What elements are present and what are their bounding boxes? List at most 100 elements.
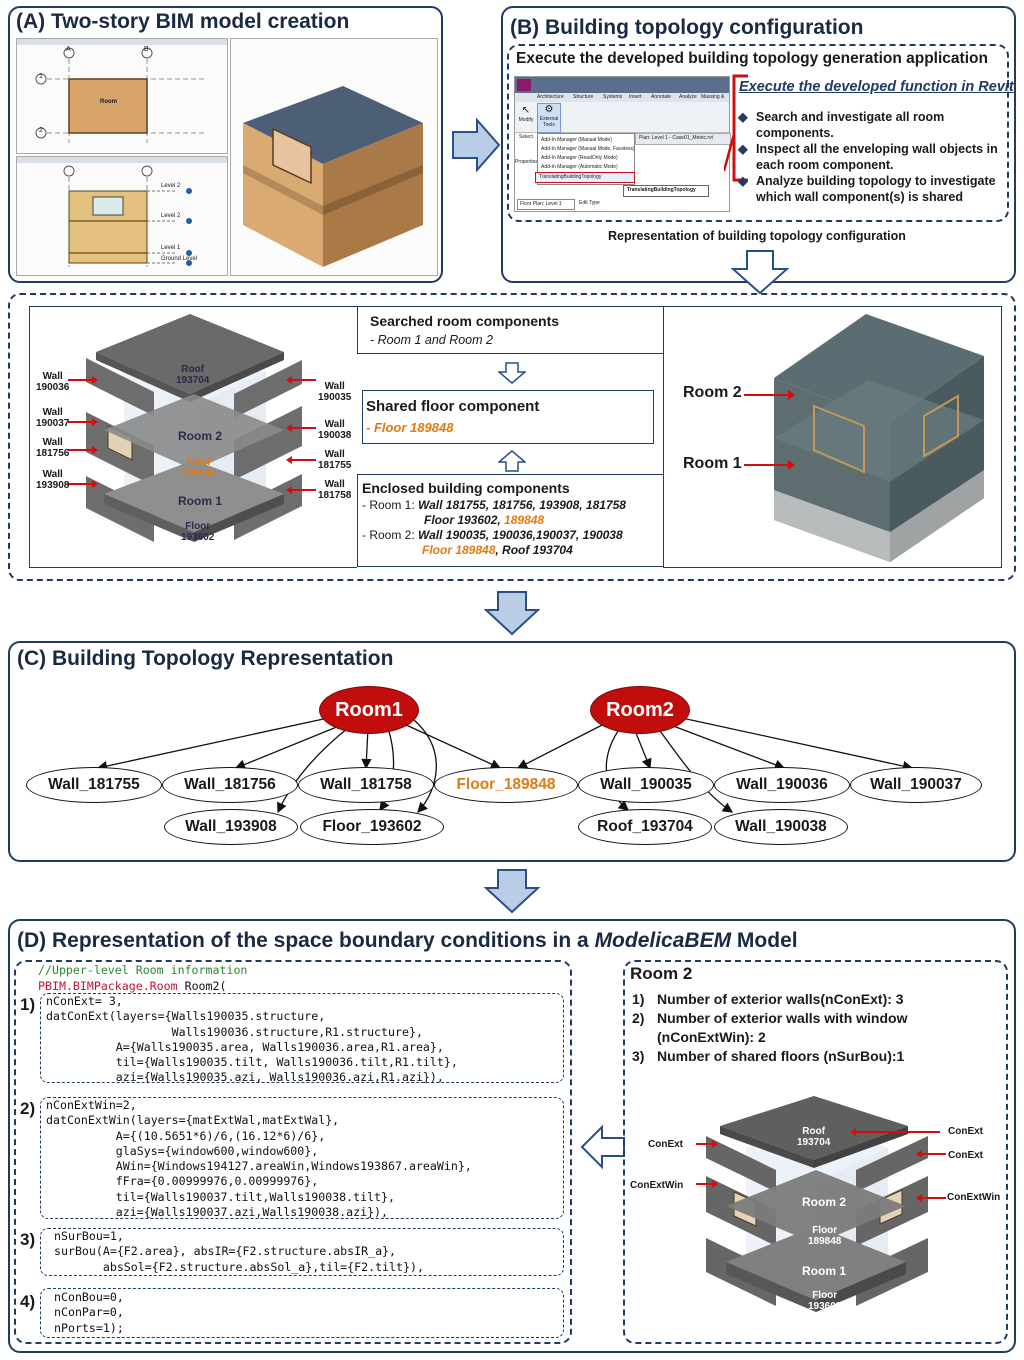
- block-number: 2): [20, 1099, 36, 1118]
- ribbon-tab[interactable]: Analyze: [679, 94, 697, 100]
- menu-item[interactable]: Add-In Manager (ReadOnly Mode): [541, 155, 618, 161]
- room1-label: Room 1: [683, 455, 742, 472]
- shared-floor-box: [362, 390, 654, 444]
- elevation-drawing: [17, 157, 227, 267]
- node-floor-193602: Floor_193602: [300, 809, 444, 845]
- code-block-1: [40, 993, 564, 1083]
- node-room1: Room1: [319, 686, 419, 734]
- menu-item[interactable]: Add-In Manager (Manual Mode, Faceless): [541, 146, 635, 152]
- node-wall-190035: Wall_190035: [578, 767, 714, 803]
- shared-item: - Floor 189848: [366, 420, 454, 435]
- arrow-down-icon: [484, 869, 540, 914]
- bullet-list: ◆Search and investigate all room compone…: [738, 110, 1006, 205]
- grid-b: B: [144, 46, 149, 53]
- level-tag: Ground Level: [161, 256, 198, 262]
- room2-boundary-diagram: [696, 1096, 946, 1312]
- room2-label: Room 2: [683, 384, 742, 401]
- topology-top-line: [357, 306, 663, 307]
- node-roof-193704: Roof_193704: [578, 809, 712, 845]
- panel-b-caption: Representation of building topology conf…: [608, 229, 906, 243]
- cursor-icon: ↖: [521, 105, 531, 116]
- enclosed-title: Enclosed building components: [362, 480, 570, 496]
- node-wall-190037: Wall_190037: [850, 767, 982, 803]
- code-block-3: [40, 1228, 564, 1276]
- select-label: Select: [519, 134, 533, 140]
- node-wall-190036: Wall_190036: [714, 767, 850, 803]
- enclosed-room2: - Room 2: Wall 190035, 190036,190037, 19…: [362, 528, 623, 542]
- enclosed-room1-floor: Floor 193602, 189848: [424, 513, 545, 527]
- label-conextwin-left: ConExtWin: [630, 1180, 684, 1191]
- searched-title: Searched room components: [370, 313, 560, 329]
- arrow-up-outline-icon: [498, 450, 526, 472]
- label-roof: Roof 193704: [176, 364, 210, 386]
- menu-item[interactable]: Add-In Manager (Manual Mode): [541, 137, 612, 143]
- floorplan-dd-label: Floor Plan: Level 1: [520, 201, 562, 207]
- room-tag: Room: [100, 99, 117, 105]
- external-tools-label: External Tools: [539, 116, 559, 128]
- label-floor-shared: Floor 189848: [808, 1225, 842, 1247]
- revit-elevation-view: Level 2 Level 2 Level 1 Ground Level: [16, 156, 228, 276]
- label-wall-190035: Wall 190035: [318, 381, 352, 403]
- block-number: 1): [20, 995, 36, 1014]
- grid-a: A: [66, 46, 71, 53]
- label-floor: Floor 193602: [808, 1290, 842, 1312]
- grid-2: 2: [39, 127, 43, 134]
- code-block-4: [40, 1288, 564, 1338]
- room2-info-title: Room 2: [630, 964, 693, 983]
- properties-label: Properties: [515, 159, 538, 165]
- menu-item[interactable]: Add-In Manager (Automatic Mode): [541, 164, 618, 170]
- code-declaration: PBIM.BIMPackage.Room Room2(: [38, 979, 227, 993]
- label-conext-left: ConExt: [648, 1139, 683, 1150]
- room2-info-panel: [623, 960, 1008, 1344]
- panel-d-title: (D) Representation of the space boundary…: [17, 929, 798, 952]
- red-arrow-icon: [744, 390, 795, 400]
- floorplan-dropdown[interactable]: Floor Plan: Level 1: [517, 199, 575, 210]
- topology-bottom-line: [357, 566, 663, 567]
- diamond-icon: ◆: [738, 174, 748, 188]
- topology-graph-edges: [96, 717, 914, 814]
- label-room2: Room 2: [802, 1195, 847, 1209]
- label-wall-181755: Wall 181755: [318, 449, 352, 471]
- topology-panel: [8, 293, 1016, 581]
- code-block-2: [40, 1097, 564, 1219]
- code-block-3-text: nSurBou=1, surBou(A={F2.area}, absIR={F2…: [54, 1229, 424, 1274]
- block-number: 4): [20, 1292, 36, 1311]
- shared-title: Shared floor component: [366, 398, 540, 415]
- command-tooltip: TranslatingBuildingTopology: [623, 185, 709, 197]
- label-conextwin-right: ConExtWin: [947, 1192, 1001, 1203]
- view-tab: Plan: Level 1 - Case01_Metric.rvt: [635, 133, 731, 145]
- bullet-item: ◆Search and investigate all room compone…: [738, 110, 945, 140]
- level-tag: Level 2: [161, 183, 181, 189]
- edit-type-button[interactable]: Edit Type: [579, 200, 600, 206]
- searched-box-edge: [357, 306, 663, 354]
- translate-command-label: TranslatingBuildingTopology: [539, 174, 602, 180]
- code-block-2-text: nConExtWin=2, datConExtWin(layers={matEx…: [46, 1098, 472, 1220]
- arrow-right-icon: [452, 118, 501, 172]
- ribbon-tab[interactable]: Structure: [573, 94, 594, 100]
- ribbon-tab[interactable]: Massing &: [701, 94, 725, 100]
- ribbon-tab[interactable]: Systems: [603, 94, 623, 100]
- code-comment: //Upper-level Room information: [38, 963, 248, 977]
- label-conext-right: ConExt: [948, 1126, 983, 1137]
- translate-command[interactable]: TranslatingBuildingTopology: [535, 172, 635, 183]
- node-room2: Room2: [590, 686, 690, 734]
- external-tools-button[interactable]: ⚙External Tools: [537, 103, 561, 133]
- label-wall-181756: Wall 181756: [36, 437, 70, 459]
- ribbon-tab[interactable]: Annotate: [651, 94, 672, 100]
- revit-plan-view: A B 1 2 Room: [16, 38, 228, 154]
- modify-button[interactable]: ↖Modify: [517, 105, 535, 129]
- tools-icon: ⚙: [544, 104, 554, 115]
- panel-a-title: (A) Two-story BIM model creation: [16, 10, 350, 33]
- plan-drawing: [17, 39, 227, 143]
- diamond-icon: ◆: [738, 110, 748, 124]
- info-item: 2)Number of exterior walls with window: [632, 1010, 908, 1026]
- ribbon-tab[interactable]: Architecture: [537, 94, 564, 100]
- exploded-room-diagram: [68, 314, 316, 542]
- enclosed-line: [357, 474, 663, 475]
- block-number: 3): [20, 1230, 36, 1249]
- node-wall-181758: Wall_181758: [298, 767, 434, 803]
- info-item: (nConExtWin): 2: [657, 1029, 766, 1045]
- revit-app-icon: [517, 79, 531, 91]
- ribbon-tab[interactable]: Insert: [629, 94, 642, 100]
- panel-b-inner: [507, 44, 1009, 222]
